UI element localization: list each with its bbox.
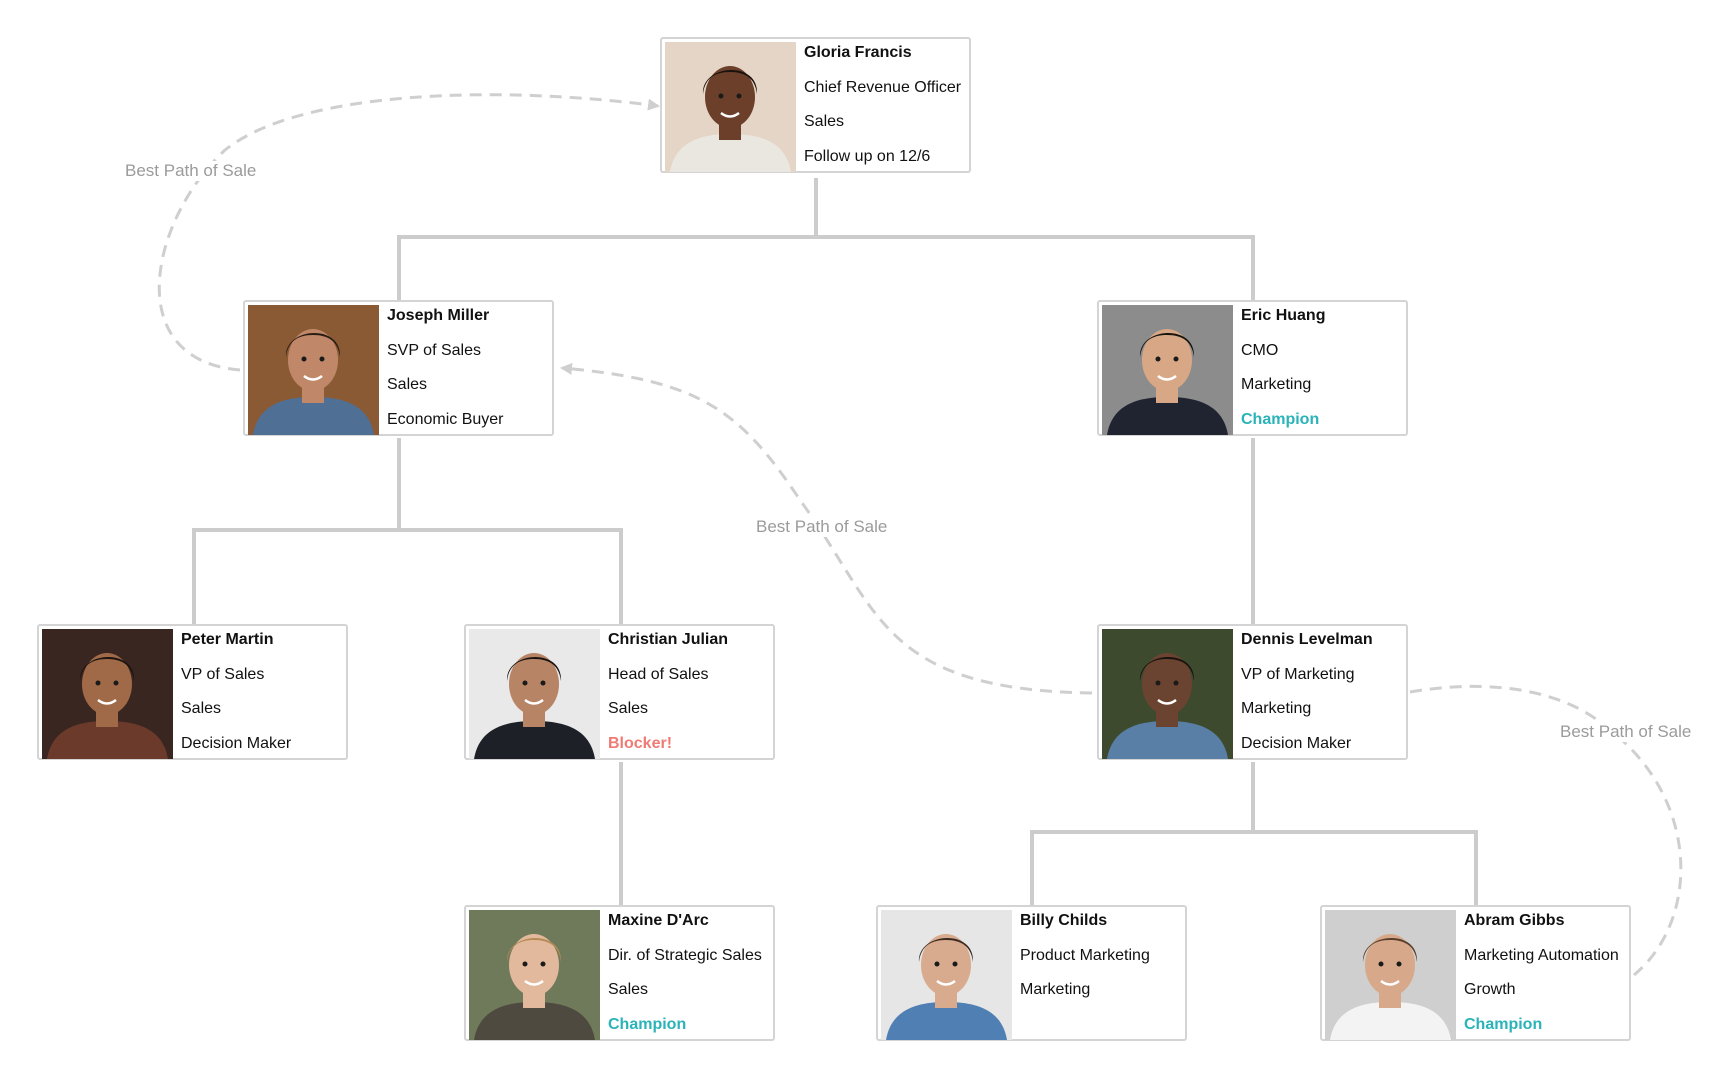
connector-joseph-children (192, 438, 623, 624)
person-name: Maxine D'Arc (608, 912, 709, 929)
person-name: Christian Julian (608, 631, 729, 648)
person-department: Sales (387, 376, 428, 393)
person-department: Marketing (1241, 376, 1312, 393)
connector-gloria-children (397, 178, 1255, 300)
person-photo-icon (881, 910, 1012, 1040)
person-department: Growth (1464, 981, 1516, 998)
person-card-peter[interactable]: Peter Martin VP of Sales Sales Decision … (37, 624, 348, 760)
person-card-dennis[interactable]: Dennis Levelman VP of Marketing Marketin… (1097, 624, 1408, 760)
person-name: Peter Martin (181, 631, 274, 648)
best-path-arrow-left (157, 93, 660, 372)
person-note: Blocker! (608, 735, 673, 752)
person-department: Sales (608, 981, 649, 998)
person-note: Champion (1241, 411, 1320, 428)
person-card-abram[interactable]: Abram Gibbs Marketing Automation Growth … (1320, 905, 1631, 1041)
person-name: Abram Gibbs (1464, 912, 1565, 929)
person-name: Joseph Miller (387, 307, 490, 324)
person-department: Sales (181, 700, 222, 717)
person-note: Decision Maker (181, 735, 292, 752)
person-title: VP of Sales (181, 666, 265, 683)
person-card-joseph[interactable]: Joseph Miller SVP of Sales Sales Economi… (243, 300, 554, 436)
person-title: Product Marketing (1020, 947, 1150, 964)
person-card-eric[interactable]: Eric Huang CMO Marketing Champion (1097, 300, 1408, 436)
connector-dennis-children (1030, 762, 1478, 905)
person-title: SVP of Sales (387, 342, 481, 359)
person-card-gloria[interactable]: Gloria Francis Chief Revenue Officer Sal… (660, 37, 971, 173)
person-card-maxine[interactable]: Maxine D'Arc Dir. of Strategic Sales Sal… (464, 905, 775, 1041)
best-path-arrow-center (560, 362, 1093, 695)
best-path-label-right: Best Path of Sale (1558, 722, 1694, 742)
person-department: Sales (608, 700, 649, 717)
person-photo-icon (469, 910, 600, 1040)
person-note: Decision Maker (1241, 735, 1352, 752)
person-photo-icon (1102, 629, 1233, 759)
person-note: Champion (608, 1016, 687, 1033)
person-title: Dir. of Strategic Sales (608, 947, 762, 964)
person-photo-icon (665, 42, 796, 172)
person-name: Gloria Francis (804, 44, 912, 61)
person-note: Follow up on 12/6 (804, 148, 931, 165)
person-department: Marketing (1020, 981, 1091, 998)
person-title: Marketing Automation (1464, 947, 1619, 964)
person-title: VP of Marketing (1241, 666, 1355, 683)
person-name: Dennis Levelman (1241, 631, 1373, 648)
person-photo-icon (1325, 910, 1456, 1040)
person-photo-icon (469, 629, 600, 759)
person-name: Billy Childs (1020, 912, 1108, 929)
best-path-label-center: Best Path of Sale (754, 517, 890, 537)
person-photo-icon (42, 629, 173, 759)
best-path-label-left: Best Path of Sale (123, 161, 259, 181)
person-name: Eric Huang (1241, 307, 1326, 324)
person-title: Chief Revenue Officer (804, 79, 962, 96)
person-department: Sales (804, 113, 845, 130)
person-photo-icon (248, 305, 379, 435)
person-card-billy[interactable]: Billy Childs Product Marketing Marketing (876, 905, 1187, 1041)
person-card-christian[interactable]: Christian Julian Head of Sales Sales Blo… (464, 624, 775, 760)
person-note: Champion (1464, 1016, 1543, 1033)
person-title: Head of Sales (608, 666, 709, 683)
person-photo-icon (1102, 305, 1233, 435)
person-department: Marketing (1241, 700, 1312, 717)
person-title: CMO (1241, 342, 1279, 359)
person-note: Economic Buyer (387, 411, 504, 428)
